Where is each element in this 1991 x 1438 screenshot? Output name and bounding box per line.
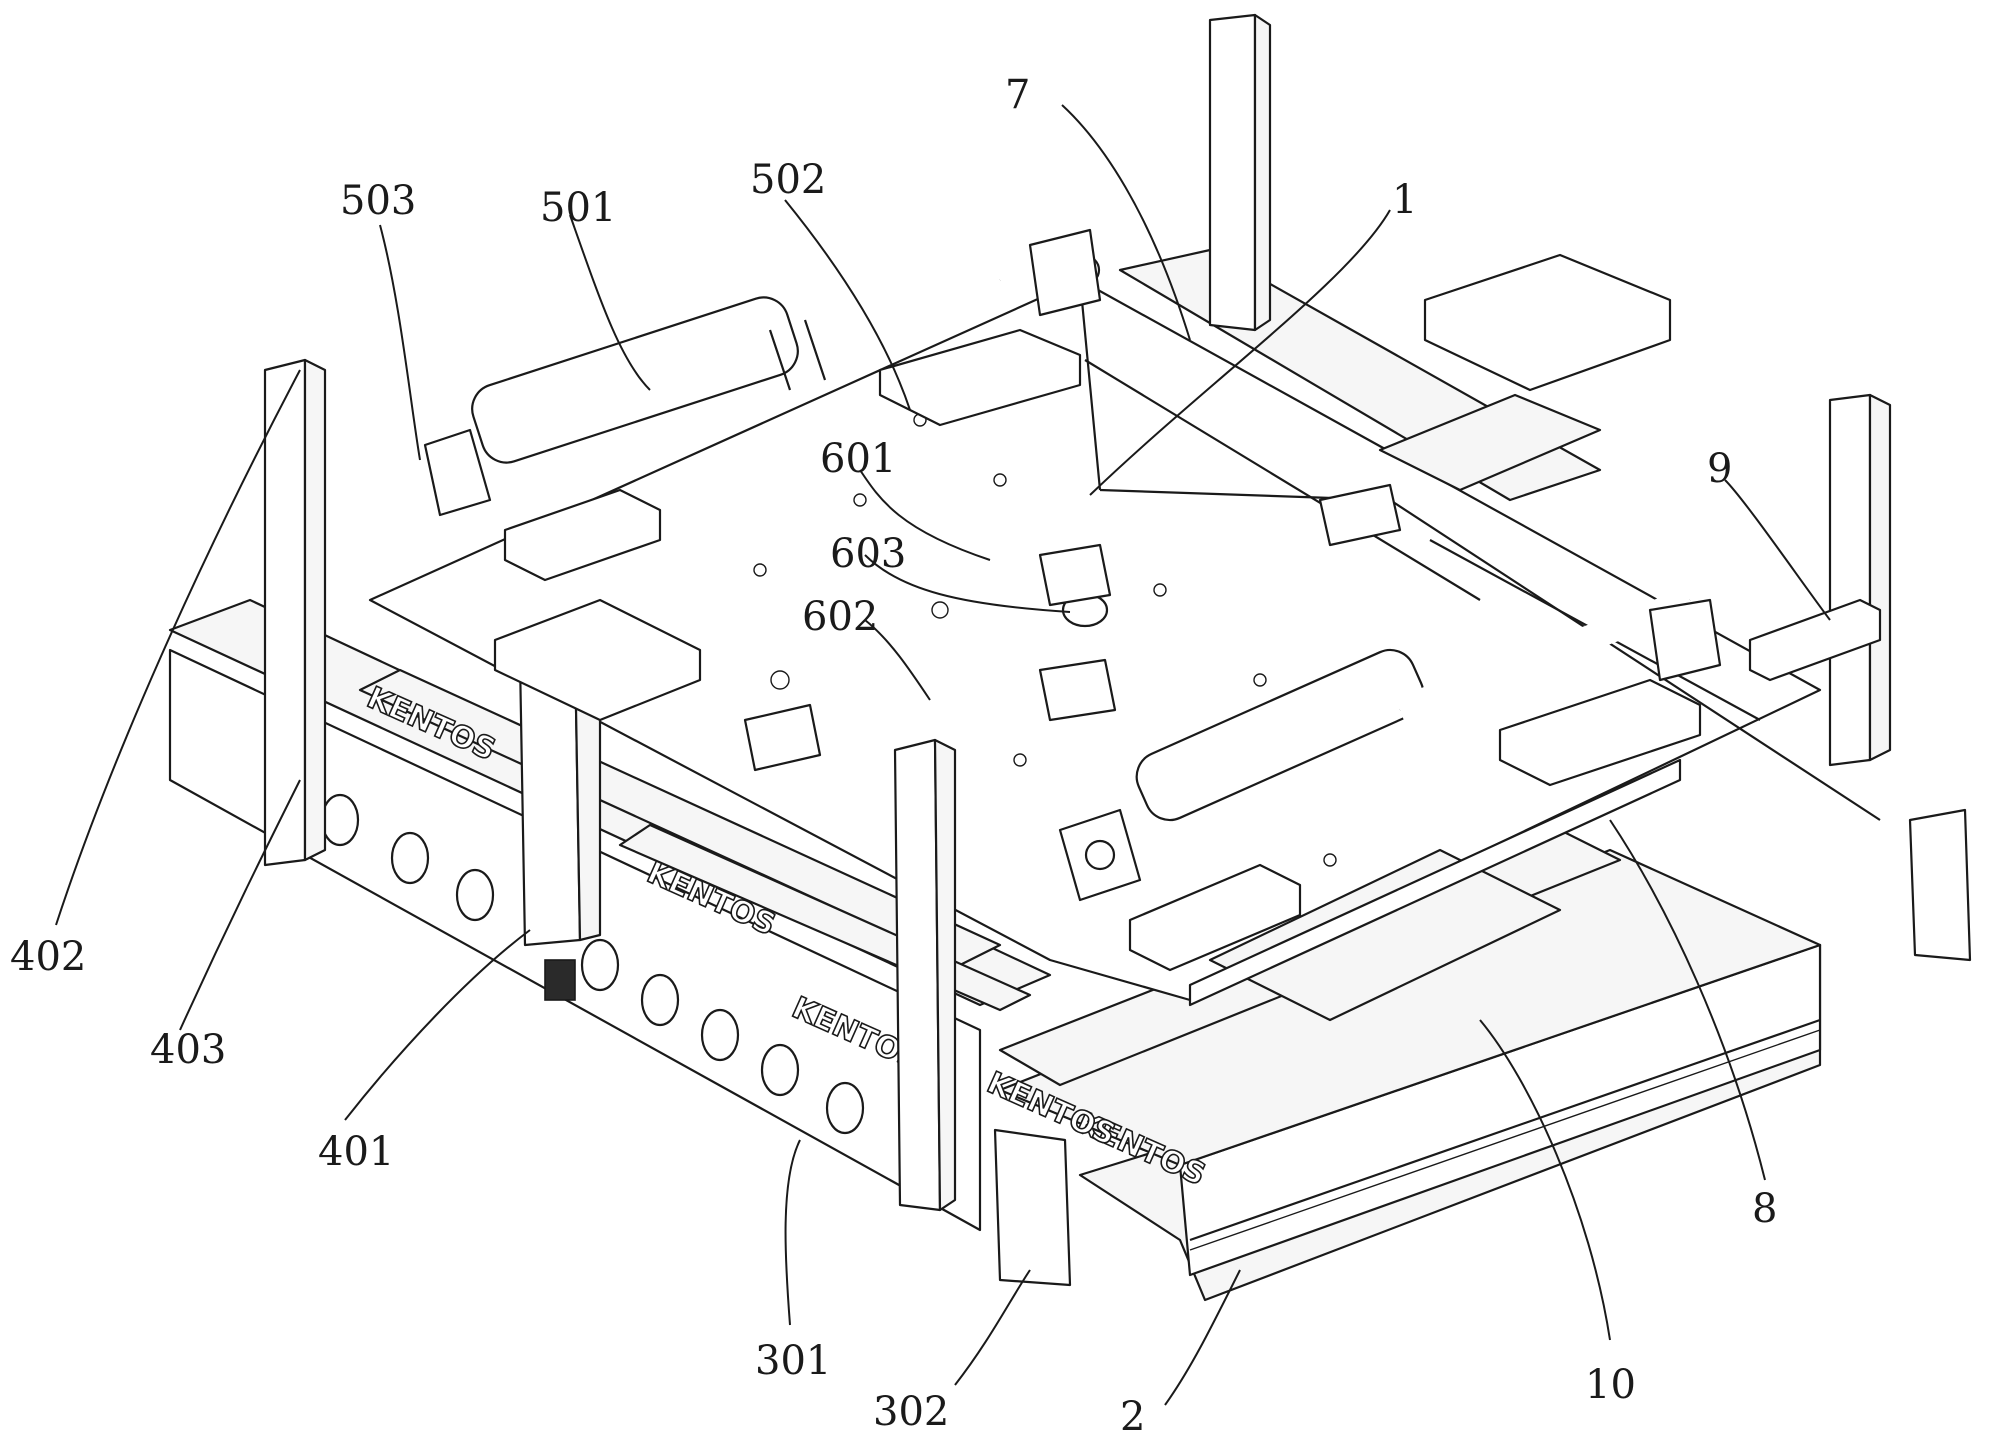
label-301: 301 bbox=[755, 1338, 831, 1384]
label-601: 601 bbox=[820, 436, 896, 482]
label-403: 403 bbox=[150, 1027, 226, 1073]
label-602: 602 bbox=[802, 594, 878, 640]
label-501: 501 bbox=[540, 185, 616, 231]
label-502: 502 bbox=[750, 157, 826, 203]
label-1: 1 bbox=[1392, 177, 1417, 223]
label-302: 302 bbox=[873, 1389, 949, 1435]
label-9: 9 bbox=[1707, 446, 1732, 492]
label-7: 7 bbox=[1005, 72, 1030, 118]
label-603: 603 bbox=[830, 531, 906, 577]
label-8: 8 bbox=[1752, 1186, 1777, 1232]
label-503: 503 bbox=[340, 178, 416, 224]
label-10: 10 bbox=[1585, 1362, 1636, 1408]
label-2: 2 bbox=[1120, 1394, 1145, 1438]
label-401: 401 bbox=[318, 1129, 394, 1175]
label-402: 402 bbox=[10, 934, 86, 980]
